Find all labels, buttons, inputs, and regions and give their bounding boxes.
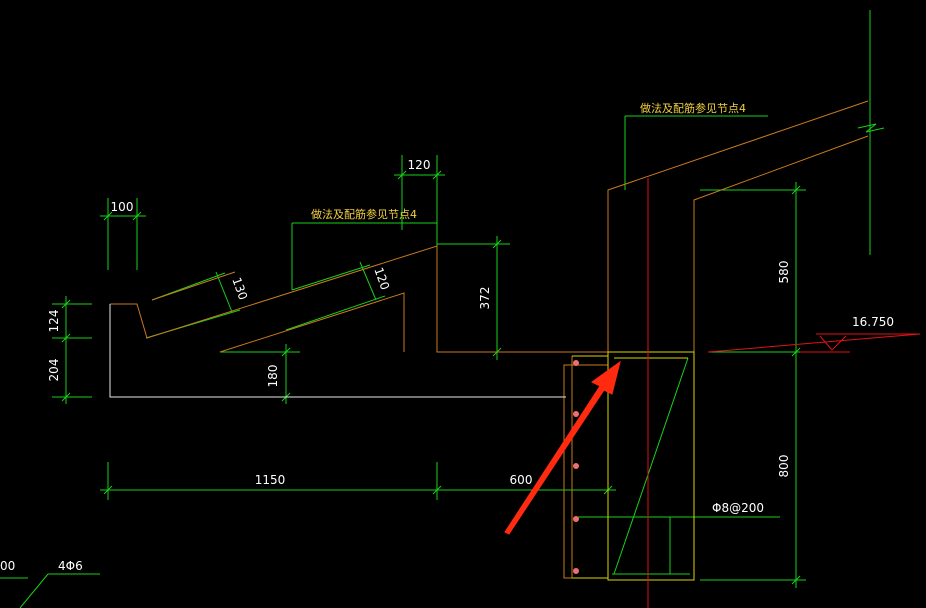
dim-100: 100 [111, 200, 134, 214]
stirrup-label: Φ8@200 [712, 501, 764, 515]
rebar-dot [573, 411, 579, 417]
dim-204: 204 [47, 359, 61, 382]
rebar-dot [573, 360, 579, 366]
dim-partial: 00 [0, 559, 15, 573]
break-symbol [857, 123, 885, 133]
axis-lines [647, 178, 921, 608]
rebar-dot [573, 463, 579, 469]
rebar-dot [573, 516, 579, 522]
annotation-arrow [504, 360, 621, 535]
rebar-dots [573, 360, 579, 574]
elevation-marker [800, 333, 920, 353]
dim-372: 372 [478, 287, 492, 310]
elevation-value: 16.750 [852, 315, 894, 329]
beam-section [572, 351, 695, 581]
dim-180: 180 [266, 365, 280, 388]
rebar-dot [573, 568, 579, 574]
detail-reference-right: 做法及配筋参见节点4 [640, 101, 746, 115]
dim-580: 580 [777, 261, 791, 284]
dim-800: 800 [777, 455, 791, 478]
dimension-lines [0, 10, 871, 608]
dim-120-top: 120 [408, 158, 431, 172]
dim-600: 600 [510, 473, 533, 487]
dim-1150: 1150 [255, 473, 286, 487]
canopy-outline [110, 100, 869, 579]
dim-124: 124 [47, 310, 61, 333]
rebar-bars-label: 4Φ6 [58, 559, 83, 573]
detail-reference-left: 做法及配筋参见节点4 [311, 207, 417, 221]
